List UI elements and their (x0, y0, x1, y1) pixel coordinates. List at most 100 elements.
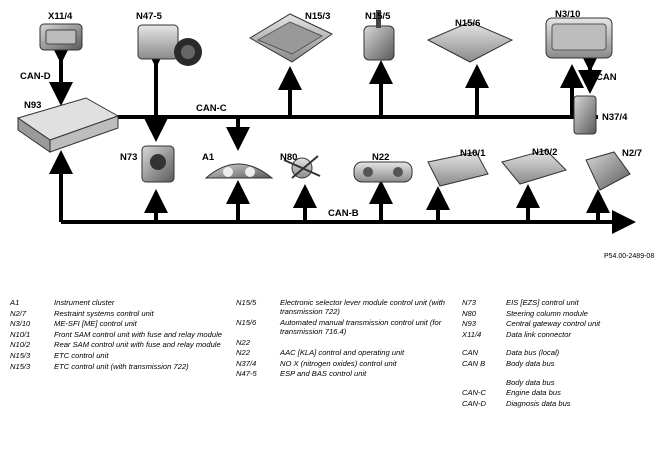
legend-code: N22 (236, 348, 250, 358)
legend-row: N15/5 Electronic selector lever module co… (236, 298, 446, 316)
legend-row: N73 EIS [EZS] control unit (462, 298, 658, 307)
legend-row: N10/2 Rear SAM control unit with fuse and… (10, 340, 230, 349)
legend-desc: AAC [KLA] control and operating unit (280, 348, 405, 358)
a1-cluster-image (204, 163, 274, 179)
label-n2-7: N2/7 (622, 148, 642, 159)
legend-row: N15/3 ETC control unit (with transmission… (10, 362, 230, 371)
legend-code: N93 (462, 319, 476, 329)
legend-row: N15/6 Automated manual transmission contr… (236, 318, 446, 336)
legend-desc: Steering column module (506, 308, 588, 318)
legend-desc: Data bus (local) (506, 348, 560, 358)
legend-code: N2/7 (10, 308, 27, 318)
legend-desc: Rear SAM control unit with fuse and rela… (54, 340, 221, 350)
n10-1-unit-image (427, 151, 489, 187)
legend-row: X11/4 Data link connector (462, 330, 658, 339)
legend-desc: NO X (nitrogen oxides) control unit (280, 358, 397, 368)
legend-code: N47-5 (236, 369, 257, 379)
legend-column-2: N15/5 Electronic selector lever module co… (236, 298, 446, 380)
legend-code: A1 (10, 298, 20, 307)
label-can: CAN (596, 72, 617, 83)
n80-module-image (283, 155, 321, 179)
legend-desc: ETC control unit (with transmission 722) (54, 361, 189, 371)
legend-code: N15/3 (10, 361, 31, 371)
legend-code: X11/4 (462, 329, 482, 339)
legend-code: N73 (462, 298, 476, 307)
legend-code: N15/5 (236, 298, 257, 307)
legend-row: N80 Steering column module (462, 309, 658, 318)
n47-5-unit-image (137, 24, 202, 66)
label-n10-1: N10/1 (460, 148, 486, 159)
n10-2-unit-image (501, 149, 567, 185)
legend-row: CAN-C Engine data bus (462, 388, 658, 397)
legend-desc: Body data bus (506, 358, 555, 368)
legend-code: CAN B (462, 358, 486, 368)
label-n47-5: N47-5 (136, 11, 163, 22)
legend-row: N22 AAC [KLA] control and operating unit (236, 348, 446, 357)
legend-row: N37/4 NO X (nitrogen oxides) control unit (236, 359, 446, 368)
n3-10-unit-image (545, 17, 613, 59)
label-n10-2: N10/2 (532, 147, 557, 158)
legend-desc: EIS [EZS] control unit (506, 298, 579, 307)
x11-4-connector-image (39, 23, 83, 51)
legend-code (462, 378, 506, 387)
legend-row: N93 Central gateway control unit (462, 319, 658, 328)
legend-row: N3/10 ME-SFI [ME] control unit (10, 319, 230, 328)
legend-desc: Automated manual transmission control un… (280, 317, 442, 336)
legend-desc: Electronic selector lever module control… (280, 298, 446, 317)
label-n15-3: N15/3 (305, 11, 330, 22)
legend-code: N10/1 (10, 329, 31, 339)
legend-desc: Diagnosis data bus (506, 398, 571, 408)
legend-row: A1 Instrument cluster (10, 298, 230, 307)
n15-3-unit-image (249, 13, 333, 63)
n93-gateway-image (16, 97, 120, 153)
legend-row: N15/3 ETC control unit (10, 351, 230, 360)
legend-column-3: N73 EIS [EZS] control unit N80 Steering co… (462, 298, 658, 409)
label-n15-6: N15/6 (455, 18, 480, 29)
n73-unit-image (141, 145, 175, 183)
legend-code: N37/4 (236, 358, 257, 368)
n2-7-unit-image (585, 151, 631, 191)
label-n73: N73 (120, 152, 137, 163)
legend-desc: Data link connector (506, 329, 572, 339)
label-n37-4: N37/4 (602, 112, 628, 123)
legend-spacer (462, 340, 658, 348)
label-n22: N22 (372, 152, 389, 163)
legend-code: N10/2 (10, 340, 31, 350)
legend-spacer (462, 370, 658, 378)
legend-code: CAN (462, 348, 479, 358)
legend-desc: Front SAM control unit with fuse and rel… (54, 329, 222, 339)
legend-row: N22 (236, 338, 446, 347)
label-n3-10: N3/10 (555, 9, 580, 20)
legend-row: Body data bus (462, 378, 658, 387)
can-network-diagram: X11/4 N47-5 N15/3 N15/5 N15/6 N3/10 N93 … (16, 9, 654, 260)
label-n15-5: N15/5 (365, 11, 391, 22)
label-n93: N93 (24, 100, 41, 111)
label-can-d: CAN-D (20, 71, 51, 82)
legend-desc: ESP and BAS control unit (280, 369, 367, 379)
label-can-c: CAN-C (196, 103, 227, 114)
legend-desc: Engine data bus (506, 388, 561, 398)
legend-row: N2/7 Restraint systems control unit (10, 309, 230, 318)
n15-5-unit-image (363, 10, 395, 61)
label-a1: A1 (202, 152, 215, 163)
legend-desc: ME-SFI [ME] control unit (54, 319, 137, 329)
legend-row: N10/1 Front SAM control unit with fuse an… (10, 330, 230, 339)
n37-4-unit-image (573, 95, 597, 135)
legend-desc: Restraint systems control unit (54, 308, 154, 318)
legend-row: CAN B Body data bus (462, 359, 658, 368)
legend-desc: Body data bus (506, 377, 555, 387)
legend-row: CAN Data bus (local) (462, 348, 658, 357)
legend-code: N3/10 (10, 319, 31, 329)
legend-code: CAN-C (462, 388, 487, 398)
legend-code: N15/6 (236, 317, 257, 327)
legend-column-1: A1 Instrument cluster N2/7 Restraint syste… (10, 298, 230, 372)
legend-desc: Instrument cluster (54, 298, 115, 307)
label-n80: N80 (280, 152, 297, 163)
n15-6-unit-image (426, 21, 514, 63)
legend-code: N80 (462, 308, 476, 318)
legend-code: N15/3 (10, 350, 31, 360)
legend-desc: ETC control unit (54, 350, 109, 360)
figure-reference: P54.00-2489-08 (604, 253, 654, 260)
legend-desc: Central gateway control unit (506, 319, 601, 329)
